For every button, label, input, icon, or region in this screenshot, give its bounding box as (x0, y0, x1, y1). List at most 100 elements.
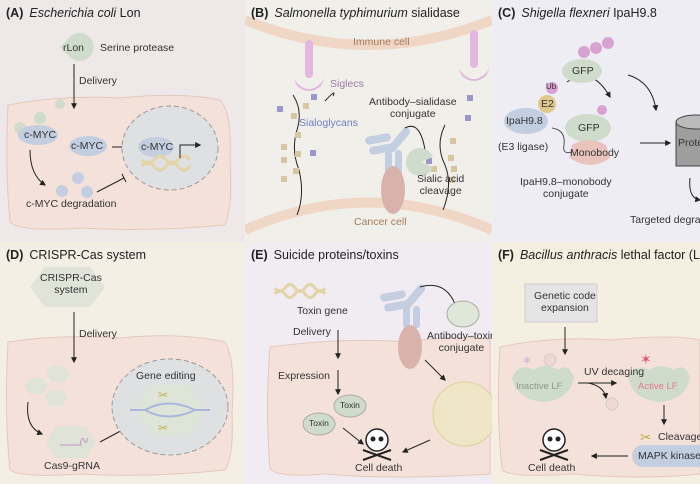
panel-e-graphic (267, 283, 492, 478)
siglecs-label: Siglecs (330, 78, 364, 90)
active-star-icon: ✶ (640, 351, 652, 367)
sialic-acid-squares (277, 94, 473, 164)
dna-bubble-icon (130, 402, 210, 418)
toxin-gene-dna-icon (273, 283, 327, 299)
fragment (56, 185, 68, 197)
gene-editing-label: Gene editing (136, 370, 196, 382)
sialidase-icon (405, 148, 433, 177)
endosome (432, 381, 492, 447)
mapk-kinase-protein (632, 445, 700, 467)
toxin-protein (302, 412, 336, 436)
ubiquitin-icon (590, 42, 602, 54)
proteasome-label: Proteasome (678, 137, 700, 149)
cage-group-icon (543, 353, 557, 367)
gfp-ub-label: GFP (572, 65, 594, 77)
panel-d-graphic: ✂ ✂ (5, 267, 234, 476)
scissors-icon: ✂ (158, 421, 168, 435)
dna-helix-icon (140, 154, 192, 172)
ubiquitin-icon (546, 82, 558, 94)
cmyc-nucleus-label: c-MYC (141, 141, 174, 153)
panel-f-graphic: ✶ ✶ ✂ (497, 283, 700, 478)
toxin-to-death-arrow (342, 427, 364, 445)
glycan-chain (439, 124, 449, 211)
inactive-lf-label: Inactive LF (516, 381, 563, 392)
gfp-protein (565, 114, 611, 142)
degradation-label: c-MYC degradation (26, 198, 117, 210)
cmyc-bound-protein (18, 125, 58, 145)
editing-hexagon (135, 385, 205, 435)
ipah-protein (504, 108, 548, 134)
toxin-label: Toxin (309, 418, 329, 428)
cell-death-label: Cell death (355, 462, 403, 474)
glycan-chain (292, 94, 303, 216)
ubiquitin-icon (602, 37, 614, 49)
released-cage-icon (605, 397, 619, 411)
siglec-receptor-icon (293, 40, 325, 91)
cas9-label: Cas9-gRNA (44, 460, 101, 472)
panel-e: (E)Suicide proteins/toxins Toxin gene De… (245, 242, 492, 484)
e3-label: (E3 ligase) (498, 141, 549, 153)
scissors-icon: ✂ (158, 388, 168, 402)
linker (551, 127, 573, 154)
cmyc-nucleus-protein (138, 137, 174, 157)
cancer-cell-label: Cancer cell (354, 216, 407, 228)
rlon-small-icon (55, 99, 65, 109)
toxin-gene-label: Toxin gene (297, 305, 348, 317)
sialoglycans-label: Sialoglycans (299, 117, 358, 129)
panel-f: ✶ ✶ ✂ (F)Bacillus anthracis lethal facto… (492, 242, 700, 484)
cage-release-arrow (587, 382, 609, 400)
toxin-protein (333, 394, 367, 418)
monobody-label: Monobody (570, 147, 620, 159)
gfp-to-proteasome-arrow (627, 74, 659, 112)
delivery-label: Delivery (293, 326, 331, 338)
expression-label: Expression (278, 370, 330, 382)
cleavage-label: Cleavage (658, 431, 700, 443)
cancer-cell-membrane (245, 197, 492, 235)
panel-c: (C)Shigella flexneri IpaH9.8 Ub E2 IpaH9… (492, 0, 700, 242)
gce-box (524, 283, 598, 323)
targeted-degradation-label: Targeted degradation (630, 214, 700, 226)
linker (404, 125, 426, 151)
panel-c-graphic (504, 37, 700, 203)
toxin-payload (446, 300, 480, 328)
immune-cell-label: Immune cell (353, 36, 410, 48)
transcription-arrow (179, 142, 202, 158)
cmyc-free-label: c-MYC (71, 140, 104, 152)
internalization-arrow (424, 359, 446, 381)
antibody-icon (380, 284, 426, 328)
panel-a-title: (A)Escherichia coli Lon (6, 6, 141, 20)
endosome-to-death-arrow (401, 439, 431, 453)
fragment (72, 172, 84, 184)
siglec-receptor-icon (458, 30, 490, 81)
active-lf-icon (628, 366, 690, 402)
uv-decaging-label: UV decaging (584, 366, 645, 378)
scissors-icon: ✂ (640, 429, 652, 445)
ipah-label: IpaH9.8 (506, 115, 543, 127)
cell-body (267, 336, 491, 478)
proteasome-icon (675, 114, 700, 167)
delivery-label: Delivery (79, 75, 117, 87)
crispr-hexagon-icon (30, 267, 105, 307)
e2-protein (538, 95, 556, 113)
toxin-label: Toxin (340, 400, 360, 410)
cmyc-free-protein (69, 136, 107, 156)
panel-c-title: (C)Shigella flexneri IpaH9.8 (498, 6, 657, 20)
hexagon-small (46, 366, 70, 382)
cas9-hexagon-icon (46, 426, 96, 458)
e2-label: E2 (541, 98, 554, 110)
ubiquitin-icon (578, 46, 590, 58)
cancer-receptor-icon (381, 166, 405, 214)
panel-b-title: (B)Salmonella typhimurium sialidase (251, 6, 460, 20)
linker (419, 284, 456, 305)
active-lf-label: Active LF (638, 381, 678, 392)
panel-b: (B)Salmonella typhimurium sialidase Immu… (245, 0, 492, 242)
panel-e-title: (E)Suicide proteins/toxins (251, 248, 399, 262)
